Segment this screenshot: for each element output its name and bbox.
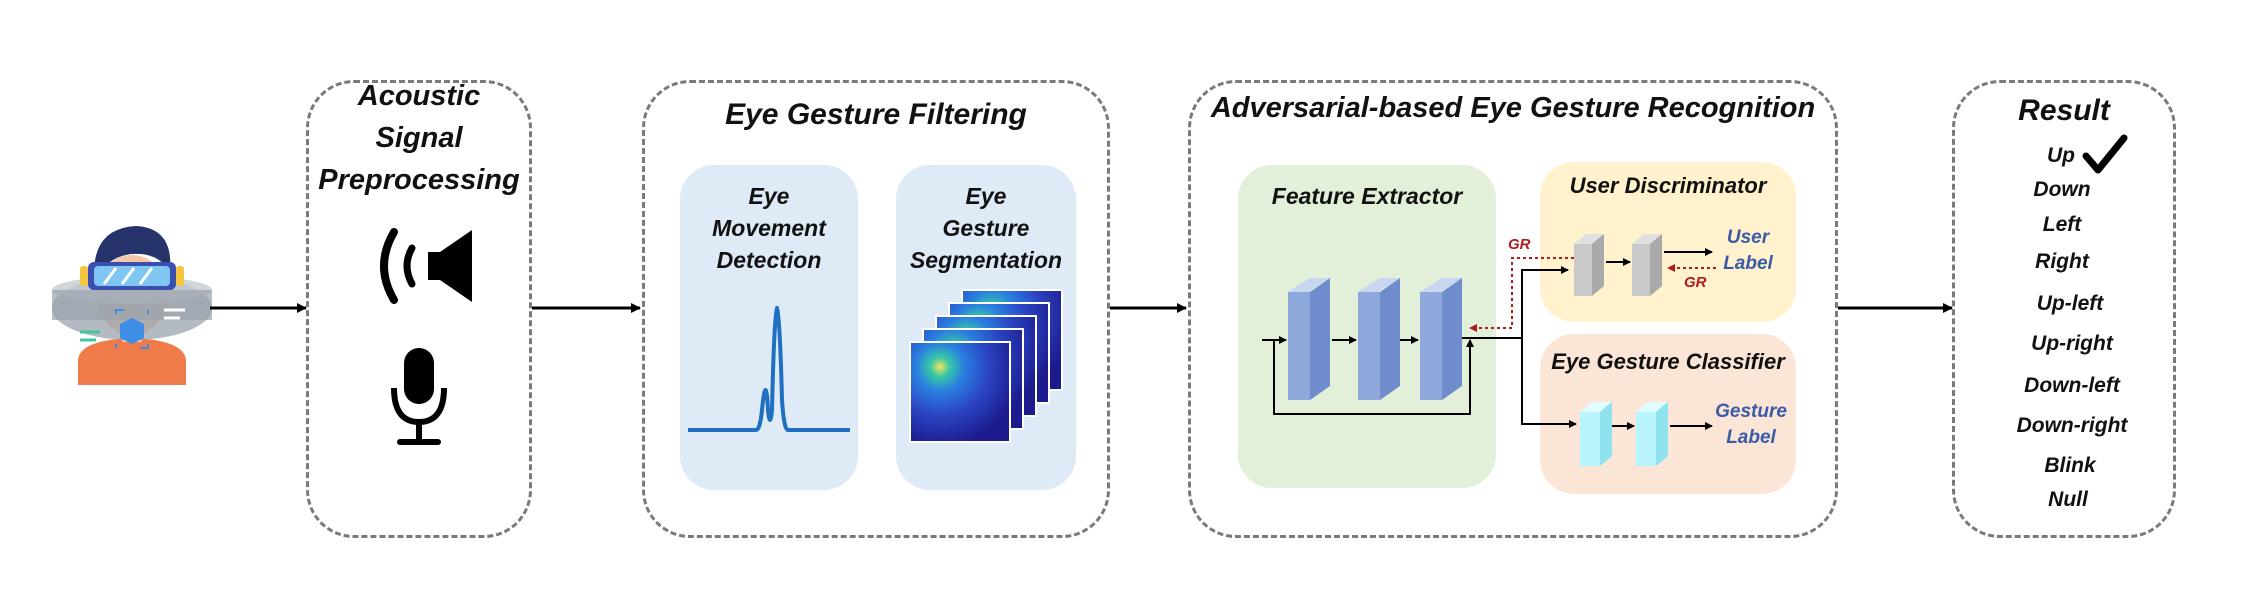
result-item-right: Right xyxy=(2035,250,2089,273)
result-item-up-right: Up-right xyxy=(2031,332,2113,355)
spectrogram-stack-icon xyxy=(909,289,1063,443)
eye-gesture-classifier-label: Eye Gesture Classifier xyxy=(1551,349,1785,374)
feature-block-2 xyxy=(1358,278,1400,400)
acoustic-title-line-3: Preprocessing xyxy=(318,164,520,196)
result-title: Result xyxy=(2018,94,2110,127)
result-box xyxy=(1952,80,2176,538)
gesture-label-line-2: Label xyxy=(1726,427,1776,448)
gesture-label-line-1: Gesture xyxy=(1715,401,1787,422)
discriminator-block-1 xyxy=(1574,234,1604,296)
feature-block-1 xyxy=(1288,278,1330,400)
result-item-up-left: Up-left xyxy=(2036,292,2104,315)
result-item-blink: Blink xyxy=(2044,454,2096,477)
user-label-line-1: User xyxy=(1726,227,1770,248)
result-item-up: Up xyxy=(2047,144,2075,167)
feature-extractor-label: Feature Extractor xyxy=(1271,183,1463,209)
eye-gesture-filtering-box xyxy=(642,80,1110,538)
segmentation-line-2: Gesture xyxy=(942,215,1030,241)
user-discriminator-label: User Discriminator xyxy=(1569,173,1767,198)
movement-line-2: Movement xyxy=(712,215,826,241)
user-vr-headset-icon xyxy=(52,226,212,385)
discriminator-block-2 xyxy=(1632,234,1662,296)
recognition-title: Adversarial-based Eye Gesture Recognitio… xyxy=(1210,92,1816,124)
classifier-block-1 xyxy=(1580,402,1612,466)
result-item-down-left: Down-left xyxy=(2024,374,2120,397)
segmentation-line-3: Segmentation xyxy=(909,247,1063,273)
filtering-title: Eye Gesture Filtering xyxy=(725,98,1027,131)
checkmark-icon xyxy=(2082,134,2128,174)
feature-block-3 xyxy=(1420,278,1462,400)
eye-movement-detection-panel xyxy=(680,165,858,490)
movement-line-3: Detection xyxy=(716,247,822,273)
acoustic-preprocessing-box xyxy=(306,80,532,538)
classifier-block-2 xyxy=(1636,402,1668,466)
result-item-null: Null xyxy=(2048,488,2088,511)
user-label-line-2: Label xyxy=(1723,253,1773,274)
speaker-icon xyxy=(380,228,472,304)
gr-label-upper: GR xyxy=(1508,236,1531,253)
result-item-left: Left xyxy=(2042,213,2082,236)
movement-line-1: Eye xyxy=(748,183,790,209)
eye-gesture-recognition-box xyxy=(1188,80,1838,538)
acoustic-title-line-1: Acoustic xyxy=(357,80,481,112)
microphone-icon xyxy=(391,348,447,445)
signal-peak-icon xyxy=(688,306,850,432)
acoustic-title-line-2: Signal xyxy=(375,122,463,154)
segmentation-line-1: Eye xyxy=(965,183,1007,209)
result-item-down: Down xyxy=(2033,178,2091,201)
gr-label-lower: GR xyxy=(1684,274,1707,291)
result-item-down-right: Down-right xyxy=(2016,414,2128,437)
